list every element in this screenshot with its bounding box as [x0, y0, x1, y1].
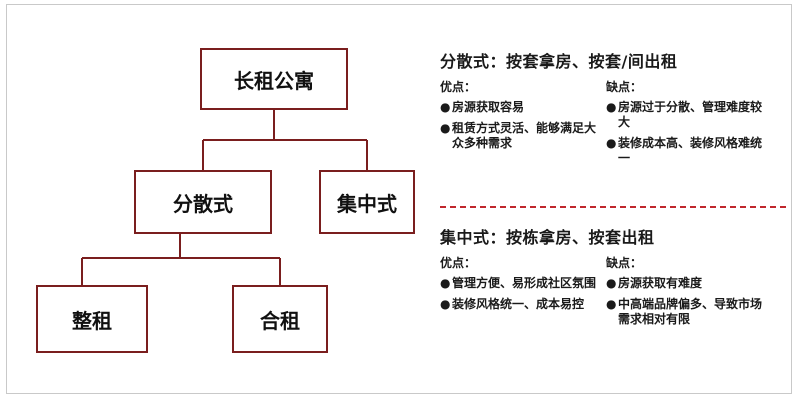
cons-heading: 缺点： [606, 80, 643, 94]
bullet-dot-icon: ● [440, 276, 451, 290]
dashed-divider [440, 206, 786, 208]
list-item: ● 管理方便、易形成社区氛围 [440, 276, 600, 291]
list-item-text: 租赁方式灵活、能够满足大众多种需求 [452, 121, 597, 150]
list-item-text: 房源获取有难度 [618, 276, 703, 290]
pros-column: 优点： ● 房源获取容易 ● 租赁方式灵活、能够满足大众多种需求 [440, 78, 600, 172]
node-label: 合租 [260, 308, 300, 333]
node-zhengzu: 整租 [36, 285, 148, 353]
cons-heading: 缺点： [606, 256, 643, 270]
panel-fensan: 分散式：按套拿房、按套/间出租 优点： ● 房源获取容易 ● 租赁方式灵活、能够… [440, 48, 790, 172]
node-hezu: 合租 [232, 285, 328, 353]
cons-column: 缺点： ● 房源获取有难度 ● 中高端品牌偏多、导致市场需求相对有限 [606, 254, 766, 333]
bullet-dot-icon: ● [606, 100, 617, 114]
list-item-text: 装修成本高、装修风格难统一 [618, 136, 763, 165]
list-item: ● 中高端品牌偏多、导致市场需求相对有限 [606, 297, 766, 327]
list-item-text: 装修风格统一、成本易控 [452, 297, 585, 311]
list-item: ● 装修风格统一、成本易控 [440, 297, 600, 312]
outer-frame [6, 4, 792, 394]
bullet-dot-icon: ● [440, 121, 451, 135]
panel-title: 分散式：按套拿房、按套/间出租 [440, 52, 678, 71]
node-fensan: 分散式 [134, 170, 272, 234]
list-item: ● 房源获取有难度 [606, 276, 766, 291]
bullet-dot-icon: ● [606, 276, 617, 290]
cons-column: 缺点： ● 房源过于分散、管理难度较大 ● 装修成本高、装修风格难统一 [606, 78, 766, 172]
node-label: 整租 [72, 308, 112, 333]
panel-title: 集中式：按栋拿房、按套出租 [440, 228, 655, 247]
list-item-text: 管理方便、易形成社区氛围 [452, 276, 597, 290]
list-item: ● 房源过于分散、管理难度较大 [606, 100, 766, 130]
bullet-dot-icon: ● [440, 297, 451, 311]
pros-heading: 优点： [440, 80, 477, 94]
list-item: ● 租赁方式灵活、能够满足大众多种需求 [440, 121, 600, 151]
list-item-text: 中高端品牌偏多、导致市场需求相对有限 [618, 297, 763, 326]
bullet-dot-icon: ● [440, 100, 451, 114]
list-item: ● 房源获取容易 [440, 100, 600, 115]
node-label: 分散式 [173, 191, 233, 216]
panel-jizhong: 集中式：按栋拿房、按套出租 优点： ● 管理方便、易形成社区氛围 ● 装修风格统… [440, 224, 790, 333]
pros-cons-columns: 优点： ● 房源获取容易 ● 租赁方式灵活、能够满足大众多种需求 缺点： ● 房… [440, 78, 790, 172]
list-item-text: 房源过于分散、管理难度较大 [618, 100, 763, 129]
node-label: 集中式 [337, 191, 397, 216]
list-item: ● 装修成本高、装修风格难统一 [606, 136, 766, 166]
list-item-text: 房源获取容易 [452, 100, 525, 114]
bullet-dot-icon: ● [606, 136, 617, 150]
node-changzu-gongyu: 长租公寓 [200, 48, 348, 110]
node-jizhong: 集中式 [319, 170, 415, 234]
pros-column: 优点： ● 管理方便、易形成社区氛围 ● 装修风格统一、成本易控 [440, 254, 600, 333]
node-label: 长租公寓 [234, 68, 314, 93]
bullet-dot-icon: ● [606, 297, 617, 311]
pros-heading: 优点： [440, 256, 477, 270]
pros-cons-columns: 优点： ● 管理方便、易形成社区氛围 ● 装修风格统一、成本易控 缺点： ● 房… [440, 254, 790, 333]
